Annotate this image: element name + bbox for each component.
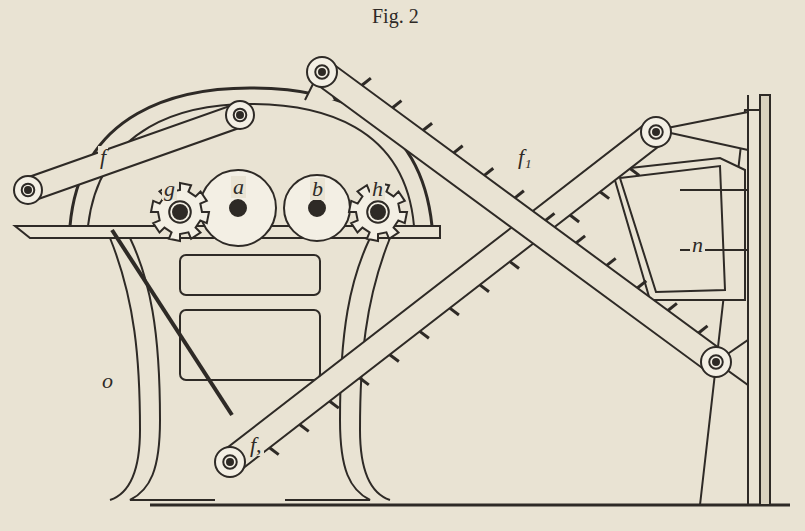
belt-slat: [362, 78, 371, 85]
pulley: [641, 117, 671, 147]
conveyor-belt: [24, 104, 244, 202]
belt-slat: [668, 303, 677, 310]
pulley: [307, 57, 337, 87]
pulley: [226, 101, 254, 129]
part-letter: g: [162, 178, 177, 200]
belt-slat: [454, 146, 463, 153]
part-letter: a: [231, 176, 246, 198]
figure-title: Fig. 2: [372, 6, 419, 26]
belt-slat: [450, 308, 459, 315]
belt-slat: [576, 236, 585, 243]
pulley-axle: [653, 129, 659, 135]
pulley: [701, 347, 731, 377]
pulley-axle: [319, 69, 325, 75]
conveyor-belt: [314, 62, 723, 373]
pulley-hub: [223, 455, 237, 469]
part-letter: h: [370, 178, 385, 200]
pulley-axle: [713, 359, 719, 365]
belt-slat: [420, 331, 429, 338]
pulley-hub: [649, 125, 663, 139]
belt-slat: [360, 378, 369, 385]
belt-slat: [510, 262, 519, 269]
belt-slat: [570, 215, 579, 222]
belt-slat: [607, 258, 616, 265]
pulley: [14, 176, 42, 204]
part-letter: f,: [248, 434, 264, 456]
belt-slat: [546, 213, 555, 220]
gear-hub: [169, 201, 191, 223]
gear-hub: [367, 201, 389, 223]
belt-slat: [270, 448, 279, 455]
pulley: [215, 447, 245, 477]
belt-slat: [484, 168, 493, 175]
part-letter: n: [690, 234, 705, 256]
belt-slat: [300, 425, 309, 432]
belt-slat: [480, 285, 489, 292]
gear-wheel: [151, 183, 209, 241]
part-letter: f₁: [516, 146, 534, 168]
part-letter: o: [100, 370, 115, 392]
pulley-hub: [22, 184, 35, 197]
belt-slat: [600, 192, 609, 199]
belt-slat: [393, 101, 402, 108]
pulley-axle: [25, 187, 31, 193]
belt-slat: [637, 281, 646, 288]
belt-slat: [699, 326, 708, 333]
part-letter: b: [310, 178, 325, 200]
part-letter: f: [98, 146, 108, 168]
belt-slat: [330, 401, 339, 408]
belt-slat: [390, 355, 399, 362]
pulley-hub: [315, 65, 329, 79]
pulley-hub: [234, 109, 247, 122]
belt-slat: [515, 191, 524, 198]
pulley-axle: [237, 112, 243, 118]
belt-slat: [423, 123, 432, 130]
belt-slat: [630, 169, 639, 176]
pulley-axle: [227, 459, 233, 465]
pulley-hub: [709, 355, 723, 369]
